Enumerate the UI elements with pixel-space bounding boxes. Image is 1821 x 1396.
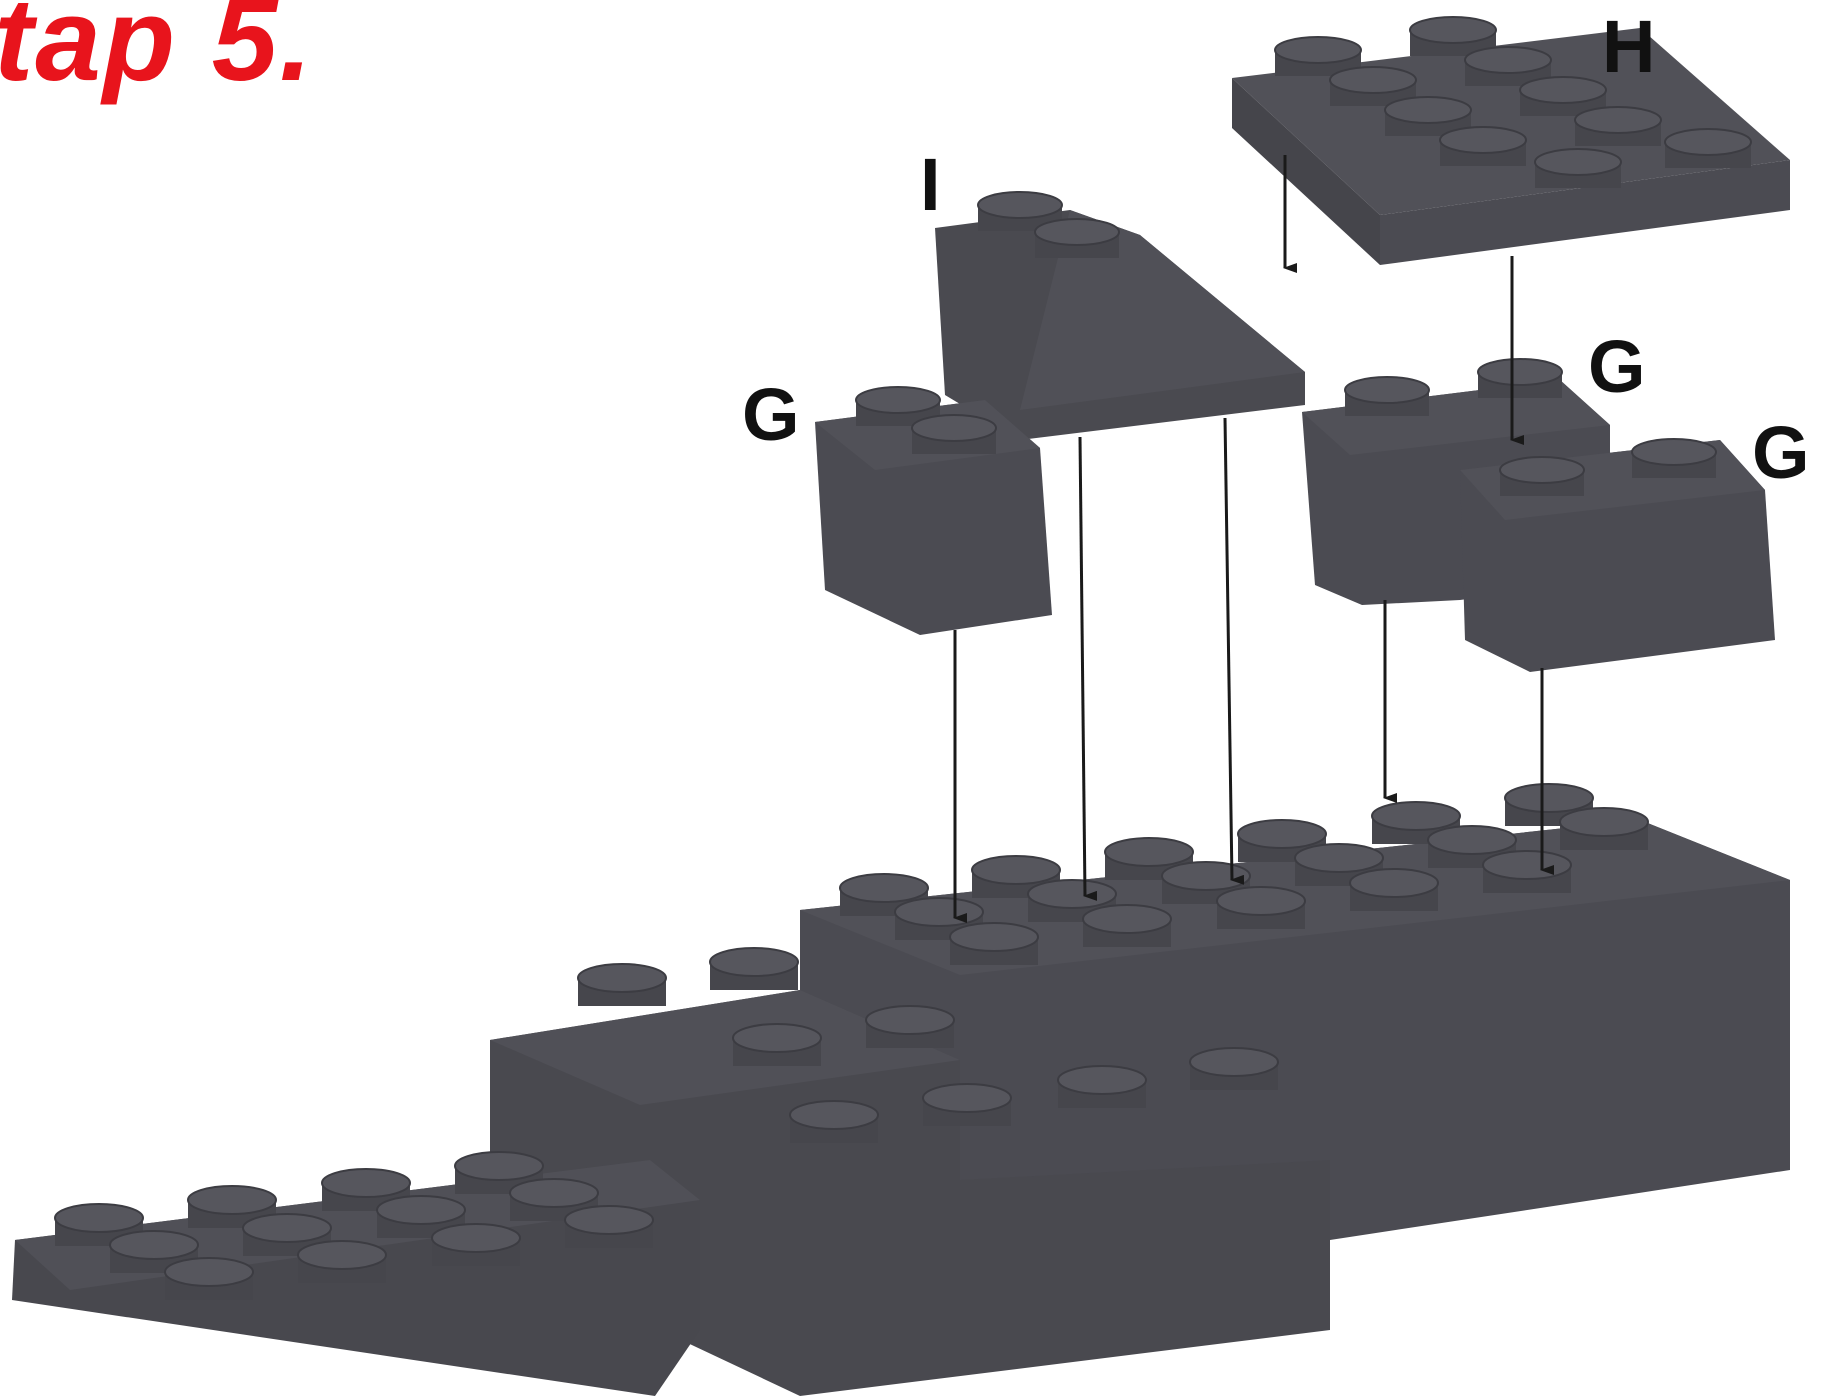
stud (1560, 808, 1648, 850)
stud (165, 1258, 253, 1300)
stud (1665, 129, 1751, 168)
stud (1350, 869, 1438, 911)
label-g-right-front: G (1752, 411, 1810, 494)
stud (1345, 377, 1429, 416)
stud (578, 964, 666, 1006)
stud (1535, 149, 1621, 188)
brick-i (935, 192, 1305, 440)
stud (565, 1206, 653, 1248)
stud (1217, 887, 1305, 929)
arrow-i-left (1080, 437, 1085, 896)
label-h: H (1602, 5, 1655, 88)
stud (1058, 1066, 1146, 1108)
stud (912, 415, 996, 454)
step-title: tap 5. (0, 0, 314, 106)
stud (710, 948, 798, 990)
stud (1035, 219, 1119, 258)
stud (733, 1024, 821, 1066)
label-i: I (920, 143, 941, 226)
brick-g-right-front (1460, 439, 1775, 672)
brick-h (1232, 17, 1790, 265)
stud (950, 923, 1038, 965)
stud (1575, 107, 1661, 146)
label-g-right-back: G (1588, 325, 1646, 408)
stud (1483, 851, 1571, 893)
stud (866, 1006, 954, 1048)
arrow-i-right (1225, 418, 1232, 880)
stud (1083, 905, 1171, 947)
stud (1500, 457, 1584, 496)
stud (432, 1224, 520, 1266)
stud (1632, 439, 1716, 478)
stud (1190, 1048, 1278, 1090)
stud (790, 1101, 878, 1143)
stud (1440, 127, 1526, 166)
stud (1478, 359, 1562, 398)
stud (298, 1241, 386, 1283)
label-g-left: G (742, 373, 800, 456)
stud (923, 1084, 1011, 1126)
